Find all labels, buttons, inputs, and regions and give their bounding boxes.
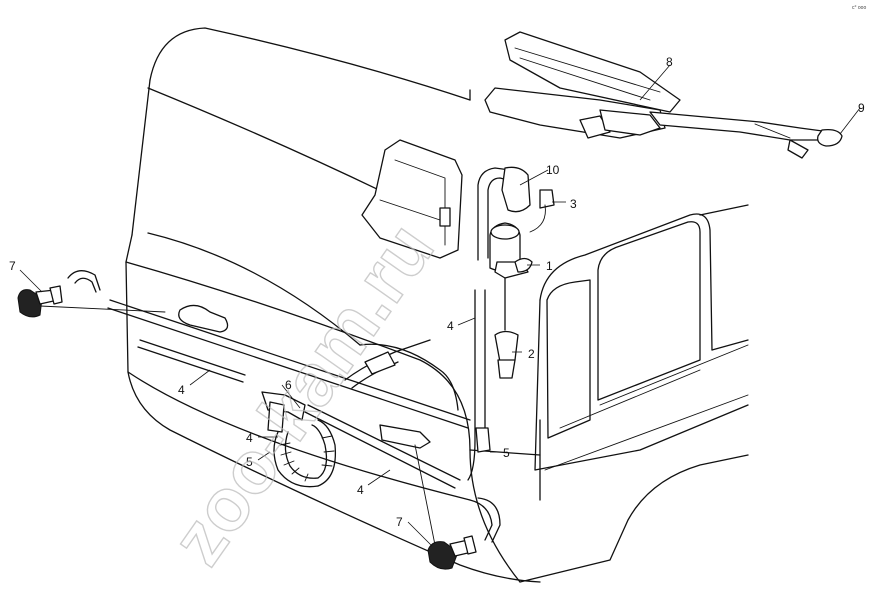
callout-4b: 4 bbox=[447, 319, 454, 333]
corner-code: c° ooo bbox=[852, 5, 866, 11]
callout-4a: 4 bbox=[178, 383, 185, 397]
washer-reservoir bbox=[477, 166, 555, 379]
mirror-housing bbox=[361, 139, 463, 259]
callout-4c: 4 bbox=[246, 431, 253, 445]
clamp-left bbox=[17, 285, 63, 318]
callout-labels: 1 2 3 4 4 4 4 5 5 6 7 7 8 9 10 bbox=[9, 55, 865, 529]
washer-hoses bbox=[39, 270, 501, 546]
callout-6: 6 bbox=[285, 378, 292, 392]
callout-9: 9 bbox=[858, 101, 865, 115]
callout-7a: 7 bbox=[9, 259, 16, 273]
watermark: zoo-kam.ru bbox=[155, 208, 449, 579]
clamp-bottom bbox=[427, 535, 477, 570]
wiper-assembly bbox=[484, 31, 843, 159]
callout-7b: 7 bbox=[396, 515, 403, 529]
callout-3: 3 bbox=[570, 197, 577, 211]
callout-5a: 5 bbox=[246, 455, 253, 469]
callout-2: 2 bbox=[528, 347, 535, 361]
callout-5b: 5 bbox=[503, 446, 510, 460]
callout-leaders bbox=[19, 64, 861, 547]
callout-8: 8 bbox=[666, 55, 673, 69]
callout-1: 1 bbox=[546, 259, 553, 273]
callout-10: 10 bbox=[546, 163, 560, 177]
callout-4d: 4 bbox=[357, 483, 364, 497]
